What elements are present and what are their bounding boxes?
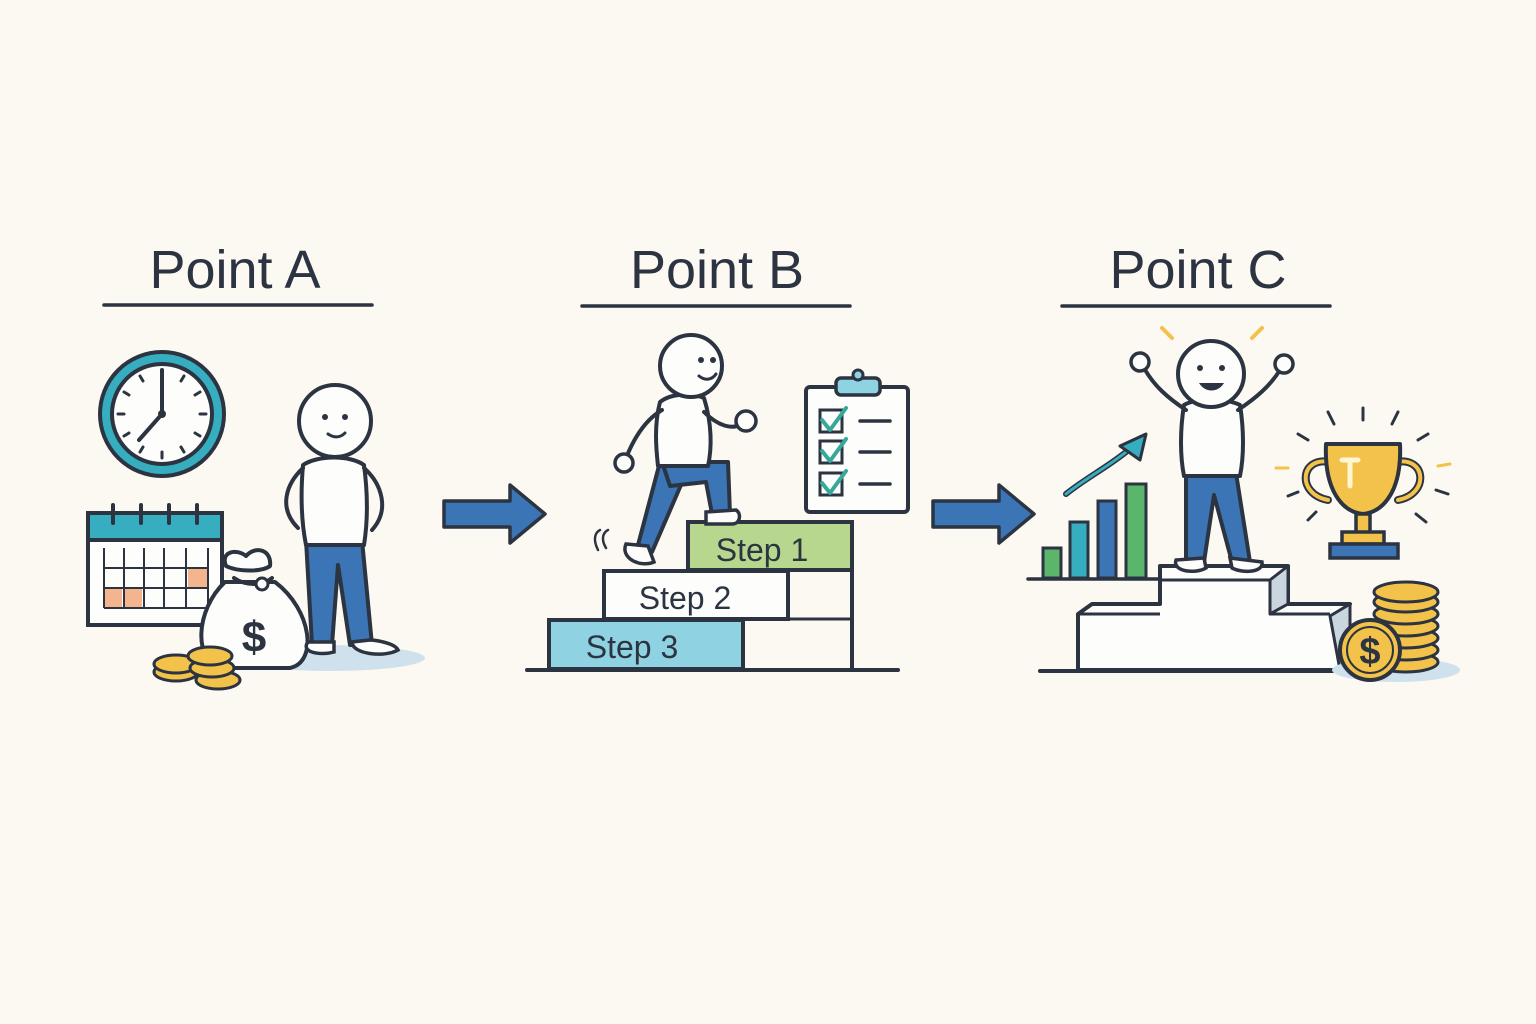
step-label-3: Step 3 bbox=[586, 629, 679, 665]
money-bag-icon: $ bbox=[199, 548, 310, 670]
coin-dollar: $ bbox=[1359, 631, 1380, 673]
arrow-right-icon bbox=[442, 483, 547, 545]
stage-point-c: Point C bbox=[1026, 240, 1460, 682]
coin-stack-icon: $ bbox=[1338, 580, 1440, 682]
money-bag-dollar: $ bbox=[242, 613, 266, 662]
stage-title-c: Point C bbox=[1109, 240, 1286, 300]
person-celebrating bbox=[1129, 326, 1295, 574]
stage-point-a: Point A bbox=[86, 240, 425, 691]
step-label-1: Step 1 bbox=[716, 532, 809, 568]
stage-point-b: Point B Step 1 Step 2 Step 3 bbox=[525, 240, 910, 672]
step-label-2: Step 2 bbox=[639, 580, 732, 616]
podium bbox=[1038, 564, 1352, 673]
clock-icon bbox=[98, 350, 226, 478]
calendar-icon bbox=[86, 503, 224, 627]
arrow-right-icon-2 bbox=[931, 483, 1036, 545]
coins-icon bbox=[152, 645, 242, 691]
staircase bbox=[525, 520, 900, 672]
stage-title-b: Point B bbox=[630, 240, 804, 300]
motion-lines bbox=[593, 528, 610, 552]
stage-title-a: Point A bbox=[149, 240, 320, 300]
trophy-icon bbox=[1274, 406, 1452, 560]
growth-chart-icon bbox=[1026, 432, 1162, 581]
checklist-icon bbox=[804, 368, 910, 514]
person-waiting bbox=[284, 383, 401, 656]
person-climbing bbox=[613, 333, 758, 566]
